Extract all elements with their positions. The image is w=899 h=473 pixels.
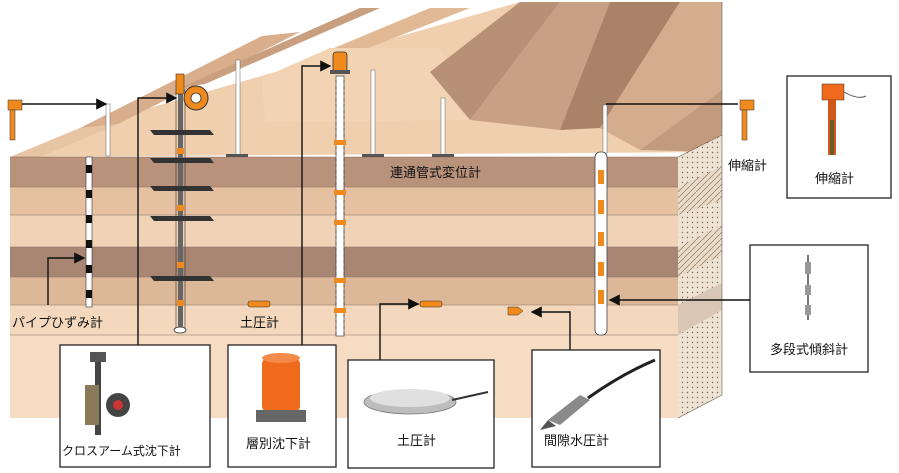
surface-posts [105, 59, 608, 157]
callout-extensometer-text: 伸縮計 [815, 171, 854, 187]
callout-earth-pressure-text: 土圧計 [397, 433, 436, 449]
extensometer-units [7, 99, 755, 141]
callout-multistage-inclinometer: 多段式傾斜計 [749, 244, 869, 373]
field-sensors [247, 300, 524, 316]
callout-crossarm-settlement: クロスアーム式沈下計 [59, 344, 211, 468]
callout-pore-water-pressure-text: 間隙水圧計 [544, 433, 609, 449]
multistage-inclinometer-casing [594, 151, 608, 336]
callout-layered-settlement: 層別沈下計 [227, 344, 337, 468]
pipe-strain-gauge-pipe [85, 156, 93, 308]
label-extensometer-field: 伸縮計 [728, 158, 767, 174]
embankment-surface [10, 2, 722, 157]
leader-lines [22, 60, 750, 360]
side-face [677, 2, 723, 419]
crossarm-settlement-gauge [150, 73, 214, 334]
label-connected-pipe-displacement: 連通管式変位計 [390, 165, 481, 181]
callout-earth-pressure: 土圧計 [347, 359, 495, 469]
callout-crossarm-settlement-text: クロスアーム式沈下計 [62, 443, 181, 458]
callout-extensometer: 伸縮計 [786, 75, 892, 199]
label-earth-pressure-field: 土圧計 [240, 315, 279, 331]
label-pipe-strain-gauge: パイプひずみ計 [12, 315, 103, 331]
callout-layered-settlement-text: 層別沈下計 [246, 436, 311, 452]
layered-settlement-gauge [330, 51, 350, 337]
callout-pore-water-pressure: 間隙水圧計 [531, 349, 661, 468]
callout-multistage-inclinometer-text: 多段式傾斜計 [770, 342, 848, 358]
